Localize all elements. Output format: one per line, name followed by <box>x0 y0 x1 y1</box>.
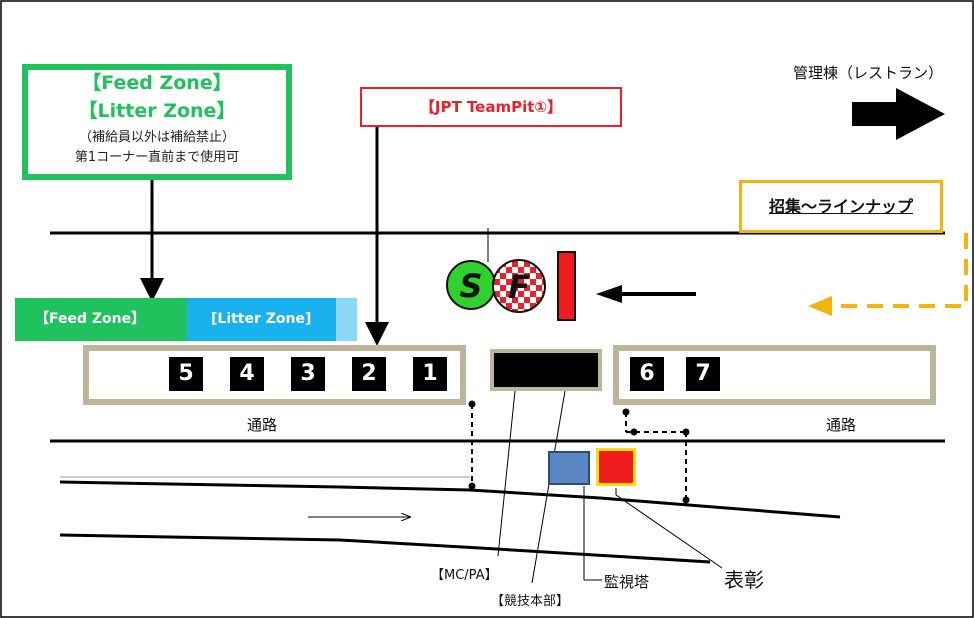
pit-number: 2 <box>352 357 386 391</box>
feed-zone-title: 【Feed Zone】 <box>82 72 232 94</box>
mc-booth <box>490 349 602 391</box>
start-marker-icon: S <box>446 260 496 310</box>
track-line-upper <box>59 480 841 519</box>
mc-pa-label: 【MC/PA】 <box>431 568 498 583</box>
award-label: 表彰 <box>724 568 764 592</box>
track-line-lower <box>59 533 711 564</box>
finish-marker-icon: F <box>492 259 546 313</box>
passage-label-right: 通路 <box>826 416 857 434</box>
feed-zone-bar: 【Feed Zone】 <box>15 298 187 341</box>
race-direction-arrow-icon <box>596 285 622 303</box>
monitor-tower <box>548 451 590 485</box>
feed-zone-note: （補給員以外は補給禁止） <box>78 130 235 145</box>
callup-arrow-icon <box>808 296 832 316</box>
passage-label-left: 通路 <box>247 416 278 434</box>
tower-label: 監視塔 <box>604 573 650 591</box>
pit-number: 3 <box>291 357 325 391</box>
pit-area-left <box>83 345 466 405</box>
hq-label: 【競技本部】 <box>491 594 570 609</box>
feed-zone-info-box: 【Feed Zone】 【Litter Zone】 （補給員以外は補給禁止） 第… <box>22 64 292 180</box>
team-pit-label: 【JPT TeamPit①】 <box>360 87 622 127</box>
feed-zone-note-usage: 第1コーナー直前まで使用可 <box>74 150 240 165</box>
litter-zone-bar-tip <box>336 298 357 341</box>
mc-pa-leader <box>497 390 516 557</box>
pit-area-right <box>613 345 936 405</box>
pit-number: 4 <box>230 357 264 391</box>
office-label: 管理棟（レストラン） <box>793 64 944 82</box>
callup-label: 招集～ラインナップ <box>739 180 943 233</box>
office-arrow-icon <box>852 88 945 140</box>
award-stage <box>596 448 636 486</box>
hq-leader <box>531 390 566 584</box>
pit-number: 1 <box>413 357 447 391</box>
litter-zone-bar: [Litter Zone] <box>187 298 357 341</box>
litter-zone-title: 【Litter Zone】 <box>78 100 236 122</box>
pit-number: 6 <box>630 357 664 391</box>
pit-number: 7 <box>686 357 720 391</box>
callup-route <box>826 233 968 308</box>
pit-number: 5 <box>169 357 203 391</box>
finish-line-flag <box>557 251 576 321</box>
